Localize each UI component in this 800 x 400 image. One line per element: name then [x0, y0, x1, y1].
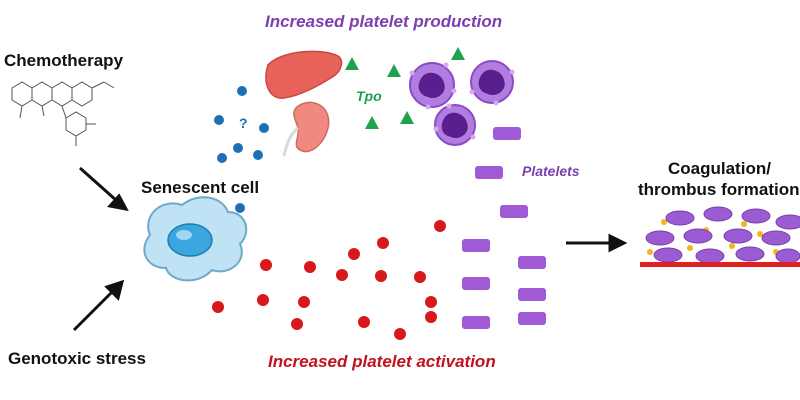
blue-signal-dots — [214, 86, 269, 213]
blue-dot — [237, 86, 247, 96]
chemotherapy-label: Chemotherapy — [4, 51, 124, 70]
thrombus-formation-label: thrombus formation — [638, 180, 800, 199]
platelet — [518, 312, 546, 325]
blue-dot — [233, 143, 243, 153]
red-dot — [298, 296, 310, 308]
blue-dot — [214, 115, 224, 125]
red-activation-dots — [212, 220, 446, 340]
tpo-triangle — [451, 47, 465, 60]
tpo-triangle — [365, 116, 379, 129]
vessel-wall — [640, 262, 800, 267]
tpo-triangle — [345, 57, 359, 70]
platelet — [493, 127, 521, 140]
tpo-label: Tpo — [356, 88, 382, 104]
blue-dot — [253, 150, 263, 160]
red-dot — [414, 271, 426, 283]
red-dot — [358, 316, 370, 328]
coagulation-label: Coagulation/ — [668, 159, 771, 178]
platelets-label: Platelets — [522, 163, 580, 179]
blue-dot — [259, 123, 269, 133]
red-dot — [257, 294, 269, 306]
increased-activation-label: Increased platelet activation — [268, 352, 496, 371]
red-dot — [377, 237, 389, 249]
liver-icon — [265, 50, 343, 99]
red-dot — [336, 269, 348, 281]
platelet — [500, 205, 528, 218]
genotoxic-stress-label: Genotoxic stress — [8, 349, 146, 368]
megakaryocyte — [409, 62, 457, 110]
platelet — [462, 316, 490, 329]
red-dot — [434, 220, 446, 232]
increased-production-label: Increased platelet production — [265, 12, 503, 31]
arrow-chemo-to-cell — [79, 166, 129, 212]
arrow-genotoxic-to-cell — [72, 279, 125, 332]
red-dot — [425, 296, 437, 308]
platelet — [518, 256, 546, 269]
megakaryocyte — [433, 103, 476, 146]
blue-dot — [235, 203, 245, 213]
red-dot — [394, 328, 406, 340]
platelet — [475, 166, 503, 179]
red-dot — [212, 301, 224, 313]
red-dot — [375, 270, 387, 282]
arrow-to-coagulation — [566, 233, 628, 253]
red-dot — [260, 259, 272, 271]
senescent-cell-icon — [143, 196, 248, 282]
blue-dot — [217, 153, 227, 163]
red-dot — [348, 248, 360, 260]
question-mark-label: ? — [239, 115, 248, 131]
red-dot — [291, 318, 303, 330]
platelet — [518, 288, 546, 301]
thrombus-icon — [640, 206, 800, 267]
senescent-cell-label: Senescent cell — [141, 178, 260, 197]
red-dot — [425, 311, 437, 323]
tpo-triangle — [400, 111, 414, 124]
platelet — [462, 277, 490, 290]
chemo-structure-icon — [11, 81, 115, 146]
megakaryocyte-icon — [409, 60, 515, 146]
tpo-triangles — [345, 47, 465, 129]
tpo-triangle — [387, 64, 401, 77]
kidney-icon — [282, 101, 330, 157]
platelet — [462, 239, 490, 252]
megakaryocyte — [469, 60, 515, 106]
red-dot — [304, 261, 316, 273]
platelets — [462, 127, 546, 329]
